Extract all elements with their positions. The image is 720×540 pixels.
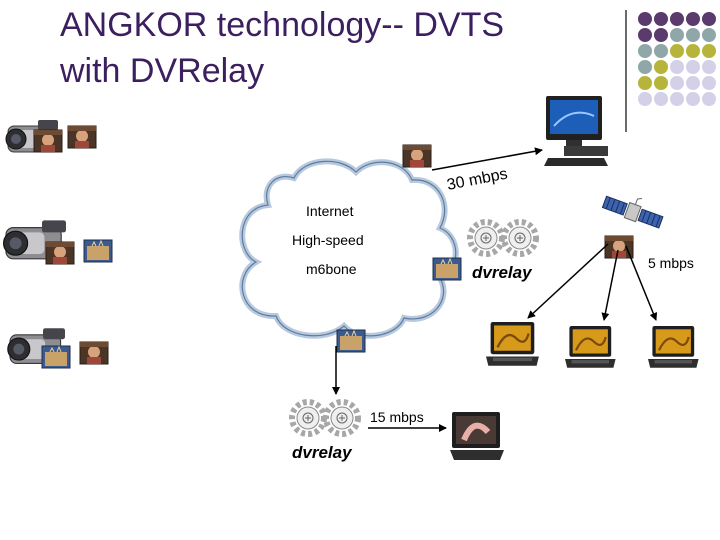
cloud-label-high-speed: High-speed	[292, 232, 364, 248]
decor-dot	[670, 60, 684, 74]
title-line-2: with DVRelay	[60, 52, 265, 90]
decor-dot	[670, 12, 684, 26]
decor-dot	[670, 44, 684, 58]
video-thumbnail-icon	[336, 329, 366, 353]
decor-dot	[686, 28, 700, 42]
dvrelay-gears-icon	[292, 402, 358, 434]
dvrelay-logo-bottom: dvrelay	[292, 443, 353, 462]
video-thumbnail-icon	[402, 144, 432, 168]
laptop-icon	[563, 324, 617, 369]
decor-dot	[702, 44, 716, 58]
laptop-icon	[450, 412, 504, 460]
decor-dot	[702, 92, 716, 106]
desktop-computer-icon	[544, 96, 608, 166]
decor-dot	[654, 60, 668, 74]
dvrelay-logo-right: dvrelay	[472, 263, 533, 282]
decor-dot	[670, 76, 684, 90]
decor-dot	[670, 28, 684, 42]
video-thumbnail-icon	[83, 239, 113, 263]
decor-dot	[670, 92, 684, 106]
rate-label-30mbps: 30 mbps	[446, 166, 509, 194]
rate-label-15mbps: 15 mbps	[370, 409, 424, 425]
decor-dot	[686, 60, 700, 74]
decor-dot	[654, 76, 668, 90]
title-line-1: ANGKOR technology-- DVTS	[60, 6, 505, 44]
internet-cloud	[239, 158, 459, 339]
cloud-label-m6bone: m6bone	[306, 261, 357, 277]
video-thumbnail-icon	[45, 241, 75, 265]
satellite-icon	[601, 195, 664, 229]
decor-dot	[638, 92, 652, 106]
slide-title: ANGKOR technology-- DVTS with DVRelay	[60, 2, 620, 94]
decor-dot	[702, 60, 716, 74]
decor-dot	[686, 76, 700, 90]
decor-dot	[702, 76, 716, 90]
decor-dot	[654, 28, 668, 42]
decor-dot	[638, 12, 652, 26]
video-thumbnail-icon	[67, 125, 97, 149]
decor-dot	[686, 44, 700, 58]
decor-dot	[654, 12, 668, 26]
decor-dot	[638, 60, 652, 74]
decor-dot	[638, 28, 652, 42]
rate-label-5mbps: 5 mbps	[648, 255, 694, 271]
laptop-icon	[484, 320, 541, 367]
decor-dot	[686, 12, 700, 26]
video-thumbnail-icon	[33, 129, 63, 153]
decor-dot	[638, 44, 652, 58]
dvrelay-gears-icon	[470, 222, 536, 254]
decor-dot	[702, 12, 716, 26]
decor-dot	[686, 92, 700, 106]
video-thumbnail-icon	[432, 257, 462, 281]
cloud-label-internet: Internet	[306, 203, 354, 219]
decor-divider	[625, 10, 627, 132]
decor-dot	[654, 44, 668, 58]
video-thumbnail-icon	[41, 345, 71, 369]
laptop-icon	[646, 324, 700, 369]
decor-dot	[654, 92, 668, 106]
decor-dot	[638, 76, 652, 90]
video-thumbnail-icon	[79, 341, 109, 365]
decor-dot-grid	[638, 12, 720, 120]
decor-dot	[702, 28, 716, 42]
